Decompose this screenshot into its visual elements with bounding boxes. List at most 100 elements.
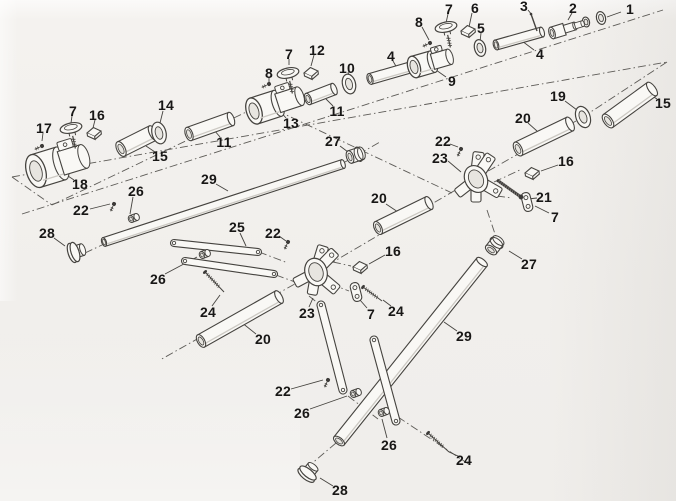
- callout-leader-line: [443, 321, 458, 332]
- callout-leader-line: [53, 237, 66, 247]
- tube-15-right: [601, 81, 659, 129]
- part-number-callout-18: 18: [72, 176, 88, 192]
- callout-leader-line: [41, 132, 44, 142]
- part-number-callout-15: 15: [152, 148, 168, 164]
- spindle-2: [548, 20, 585, 40]
- callout-leader-line: [145, 145, 156, 153]
- part-number-callout-26: 26: [294, 405, 310, 421]
- callout-leader-line: [325, 98, 334, 107]
- center-axis-guide-line: [258, 251, 289, 264]
- callout-leader-line: [508, 250, 523, 260]
- center-axis-guide-line: [84, 244, 103, 254]
- part-number-callout-14: 14: [158, 97, 174, 113]
- knob-plate-7-middle: [349, 281, 363, 303]
- callout-leader-line: [382, 299, 392, 307]
- part-number-callout-27: 27: [521, 256, 537, 272]
- scan-shading-right: [546, 0, 676, 501]
- scan-shading-bottom-left: [0, 331, 300, 501]
- tube-11-middle: [303, 82, 338, 106]
- locking-knob-7-right: [434, 21, 458, 48]
- end-cap-28-left: [66, 241, 87, 264]
- bolt-21: [496, 178, 524, 200]
- tube-20-right: [512, 116, 575, 157]
- part-number-callout-29: 29: [201, 171, 217, 187]
- screw-17: [34, 144, 44, 151]
- part-number-callout-29: 29: [456, 328, 472, 344]
- spring-pin-24-left: [203, 270, 225, 293]
- bushing-26-left: [127, 212, 140, 223]
- locking-knob-7-middle: [276, 67, 300, 94]
- center-axis-guide-line: [11, 61, 668, 178]
- part-number-callout-26: 26: [150, 271, 166, 287]
- part-number-callout-7: 7: [551, 209, 559, 225]
- part-number-callout-23: 23: [299, 305, 315, 321]
- callout-leader-line: [359, 299, 368, 309]
- callout-leader-line: [447, 160, 462, 173]
- callout-leader-line: [435, 69, 447, 78]
- callout-leader-line: [540, 164, 559, 172]
- end-cap-28-bottom: [297, 462, 319, 483]
- part-number-callout-24: 24: [388, 303, 404, 319]
- callout-leader-line: [606, 11, 622, 18]
- part-number-callout-27: 27: [325, 133, 341, 149]
- callout-leader-line: [527, 122, 538, 132]
- collar-27-left: [345, 146, 366, 164]
- callout-leader-line: [448, 451, 459, 457]
- brace-25-upper: [169, 238, 263, 257]
- clamp-coupler-9: [406, 44, 454, 79]
- link-bar-right: [369, 335, 401, 426]
- part-number-callout-4: 4: [387, 48, 395, 64]
- part-number-callout-7: 7: [367, 306, 375, 322]
- part-number-callout-25: 25: [229, 219, 245, 235]
- screw-22-middle: [283, 240, 290, 250]
- screw-8-middle: [261, 82, 271, 89]
- callout-leader-line: [381, 418, 388, 439]
- leg-tube-29-right: [332, 256, 488, 447]
- ring-5: [473, 39, 487, 57]
- wedge-16-middle: [352, 260, 368, 275]
- callout-leader-line: [89, 203, 111, 210]
- callout-leader-line: [534, 205, 550, 214]
- part-number-callout-15: 15: [655, 95, 671, 111]
- center-axis-guide-line: [496, 195, 513, 199]
- part-number-callout-10: 10: [339, 60, 355, 76]
- callout-leader-line: [339, 145, 349, 153]
- part-number-callout-12: 12: [309, 42, 325, 58]
- part-number-callout-6: 6: [471, 0, 479, 16]
- center-axis-guide-line: [397, 416, 471, 466]
- part-number-callout-16: 16: [385, 243, 401, 259]
- part-number-callout-9: 9: [448, 73, 456, 89]
- callout-leader-line: [239, 232, 247, 247]
- screw-22-bottom: [323, 378, 330, 388]
- part-number-callout-5: 5: [477, 20, 485, 36]
- wedge-16-left: [86, 126, 102, 141]
- callout-leader-line: [211, 294, 221, 307]
- brace-25-lower: [180, 256, 279, 279]
- callout-leader-line: [310, 54, 315, 67]
- part-number-callout-20: 20: [255, 331, 271, 347]
- part-number-callout-8: 8: [415, 14, 423, 30]
- wedge-12: [303, 66, 319, 81]
- clamp-coupler-13: [245, 82, 306, 125]
- center-axis-guide-line: [308, 295, 320, 305]
- callout-leader-line: [92, 119, 96, 129]
- part-number-callout-8: 8: [265, 65, 273, 81]
- part-number-callout-3: 3: [520, 0, 528, 14]
- center-axis-guide-line: [51, 103, 264, 206]
- scan-shading-top-left: [0, 0, 18, 301]
- spring-pin-24-middle: [361, 284, 383, 302]
- part-number-callout-20: 20: [515, 110, 531, 126]
- part-number-callout-7: 7: [445, 1, 453, 17]
- callout-leader-line: [129, 196, 134, 215]
- ring-1: [595, 10, 607, 26]
- ring-10: [341, 73, 357, 95]
- collar-27-right: [484, 235, 505, 256]
- callout-leader-line: [421, 26, 430, 41]
- tube-11-left: [184, 111, 236, 142]
- leg-hub-23-right: [454, 151, 503, 203]
- part-number-callout-21: 21: [536, 189, 552, 205]
- spring-pin-24-right: [426, 430, 450, 453]
